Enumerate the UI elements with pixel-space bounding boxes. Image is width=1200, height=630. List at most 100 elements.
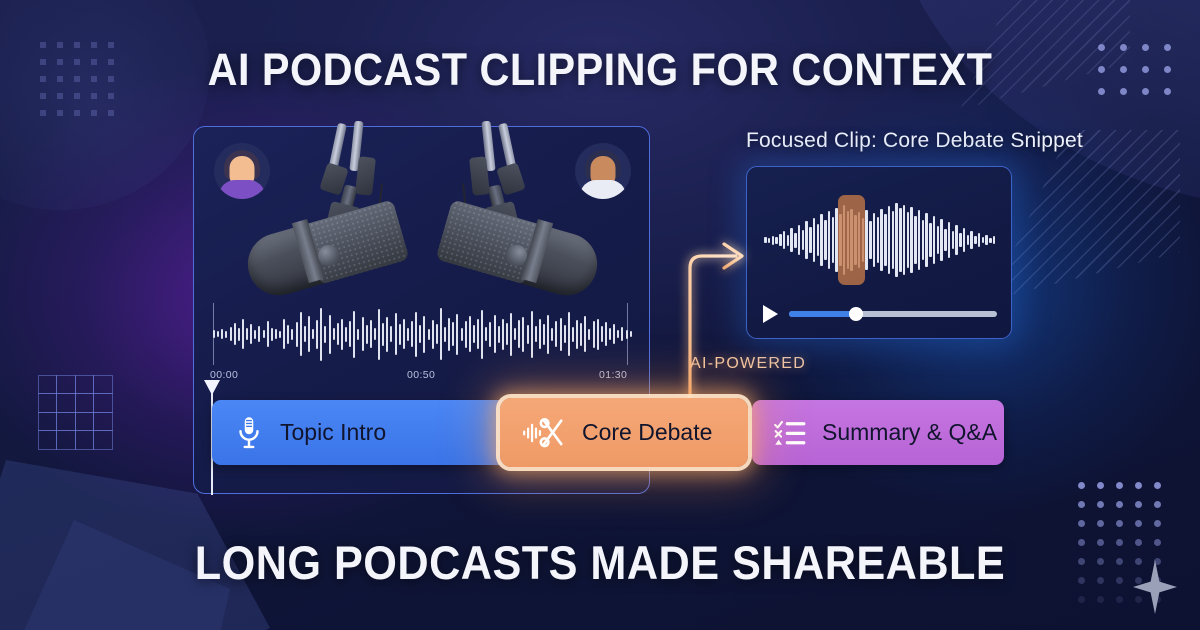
waveform-bar — [771, 235, 775, 245]
decorative-grid-cell — [93, 430, 113, 450]
microphone-icon — [239, 416, 259, 448]
decorative-grid-cell — [37, 411, 57, 431]
decorative-dot — [1135, 596, 1142, 603]
waveform-bar — [427, 328, 430, 340]
microphone-left — [222, 120, 432, 303]
waveform-bar — [485, 327, 488, 341]
waveform-bar — [493, 315, 496, 353]
decorative-grid-cell — [74, 374, 94, 394]
decorative-dot — [1116, 577, 1123, 584]
play-icon[interactable] — [763, 305, 778, 323]
decorative-dot — [1135, 577, 1142, 584]
clip-progress-knob[interactable] — [848, 307, 863, 321]
decorative-dot — [1142, 66, 1149, 73]
waveform-bar — [621, 327, 624, 341]
decorative-grid-cell — [93, 393, 113, 413]
decorative-square — [91, 110, 97, 116]
waveform-bar — [489, 321, 492, 347]
clip-player-controls — [763, 304, 997, 324]
waveform-bar — [812, 218, 816, 262]
focused-clip-player — [746, 166, 1012, 339]
time-label-middle: 00:50 — [407, 369, 436, 381]
waveform-bar — [221, 329, 224, 339]
waveform-bar — [378, 308, 381, 360]
clip-waveform[interactable] — [764, 193, 996, 287]
avatar-shirt — [219, 180, 265, 199]
waveform-bar — [340, 318, 343, 350]
decorative-square — [108, 76, 114, 82]
waveform-bar — [600, 326, 603, 342]
waveform-bar — [921, 220, 925, 260]
decorative-dot — [1078, 482, 1085, 489]
full-episode-waveform[interactable] — [213, 298, 632, 370]
waveform-bar — [820, 214, 823, 266]
waveform-bar — [872, 213, 876, 267]
timeline-segment-core-debate[interactable]: Core Debate — [500, 398, 748, 467]
waveform-bar — [373, 328, 376, 340]
waveform-bar — [767, 237, 771, 243]
waveform-bar — [312, 329, 315, 339]
waveform-bar — [609, 328, 612, 340]
waveform-bar — [332, 328, 335, 340]
decorative-dot — [1116, 482, 1123, 489]
background-hatch-right — [990, 130, 1180, 300]
waveform-bar — [790, 228, 793, 252]
focused-clip-title: Focused Clip: Core Debate Snippet — [746, 129, 1083, 152]
timeline-segment-topic-intro[interactable]: Topic Intro — [212, 400, 510, 465]
waveform-bar — [361, 317, 364, 351]
waveform-bar — [831, 217, 835, 263]
waveform-bar — [250, 324, 253, 344]
waveform-bar — [887, 206, 891, 274]
time-label-end: 01:30 — [599, 369, 628, 381]
waveform-bar — [518, 320, 521, 348]
waveform-bar — [435, 324, 438, 344]
waveform-bar — [613, 324, 616, 344]
waveform-bar — [596, 318, 599, 350]
waveform-bar — [472, 325, 475, 343]
decorative-dot — [1120, 44, 1127, 51]
decorative-square — [91, 42, 97, 48]
waveform-bar — [902, 205, 906, 275]
waveform-bar — [530, 310, 533, 358]
waveform-bar — [456, 313, 459, 355]
segment-label: Topic Intro — [280, 419, 387, 445]
decorative-grid-cell — [56, 393, 76, 413]
waveform-bar — [604, 322, 607, 346]
scissors-waveform-icon — [523, 417, 563, 447]
waveform-bar — [617, 330, 620, 338]
waveform-bar — [955, 225, 958, 255]
page-title-top: AI PODCAST CLIPPING FOR CONTEXT — [207, 44, 993, 95]
decorative-dot — [1120, 88, 1127, 95]
waveform-bar — [880, 209, 883, 271]
waveform-bar — [246, 328, 249, 340]
timeline-segment-summary-qa[interactable]: Summary & Q&A — [752, 400, 1004, 465]
decorative-dot — [1135, 539, 1142, 546]
waveform-bar — [809, 227, 812, 253]
decorative-dot — [1154, 501, 1161, 508]
decorative-dot — [1154, 558, 1161, 565]
decorative-square — [57, 59, 63, 65]
decorative-square — [40, 59, 46, 65]
decorative-square — [108, 110, 114, 116]
waveform-bar — [369, 320, 372, 348]
waveform-bar — [233, 323, 236, 345]
clip-progress-bar[interactable] — [789, 307, 997, 321]
decorative-square — [40, 110, 46, 116]
decorative-dot — [1164, 44, 1171, 51]
clip-highlight-region[interactable] — [838, 195, 865, 285]
microphone-stage — [194, 120, 651, 303]
waveform-bar — [588, 328, 591, 340]
waveform-bar — [906, 212, 910, 268]
waveform-bar — [390, 326, 393, 342]
decorative-dot — [1098, 44, 1105, 51]
waveform-bar — [865, 210, 868, 270]
waveform-bar — [394, 313, 397, 355]
decorative-dot — [1135, 482, 1142, 489]
waveform-bar — [940, 219, 943, 261]
waveform-bar — [551, 327, 554, 341]
waveform-bar — [444, 326, 447, 342]
decorative-dot — [1097, 558, 1104, 565]
waveform-bar — [576, 319, 579, 349]
playhead-handle-icon — [204, 380, 220, 395]
waveform-bar — [625, 329, 628, 339]
